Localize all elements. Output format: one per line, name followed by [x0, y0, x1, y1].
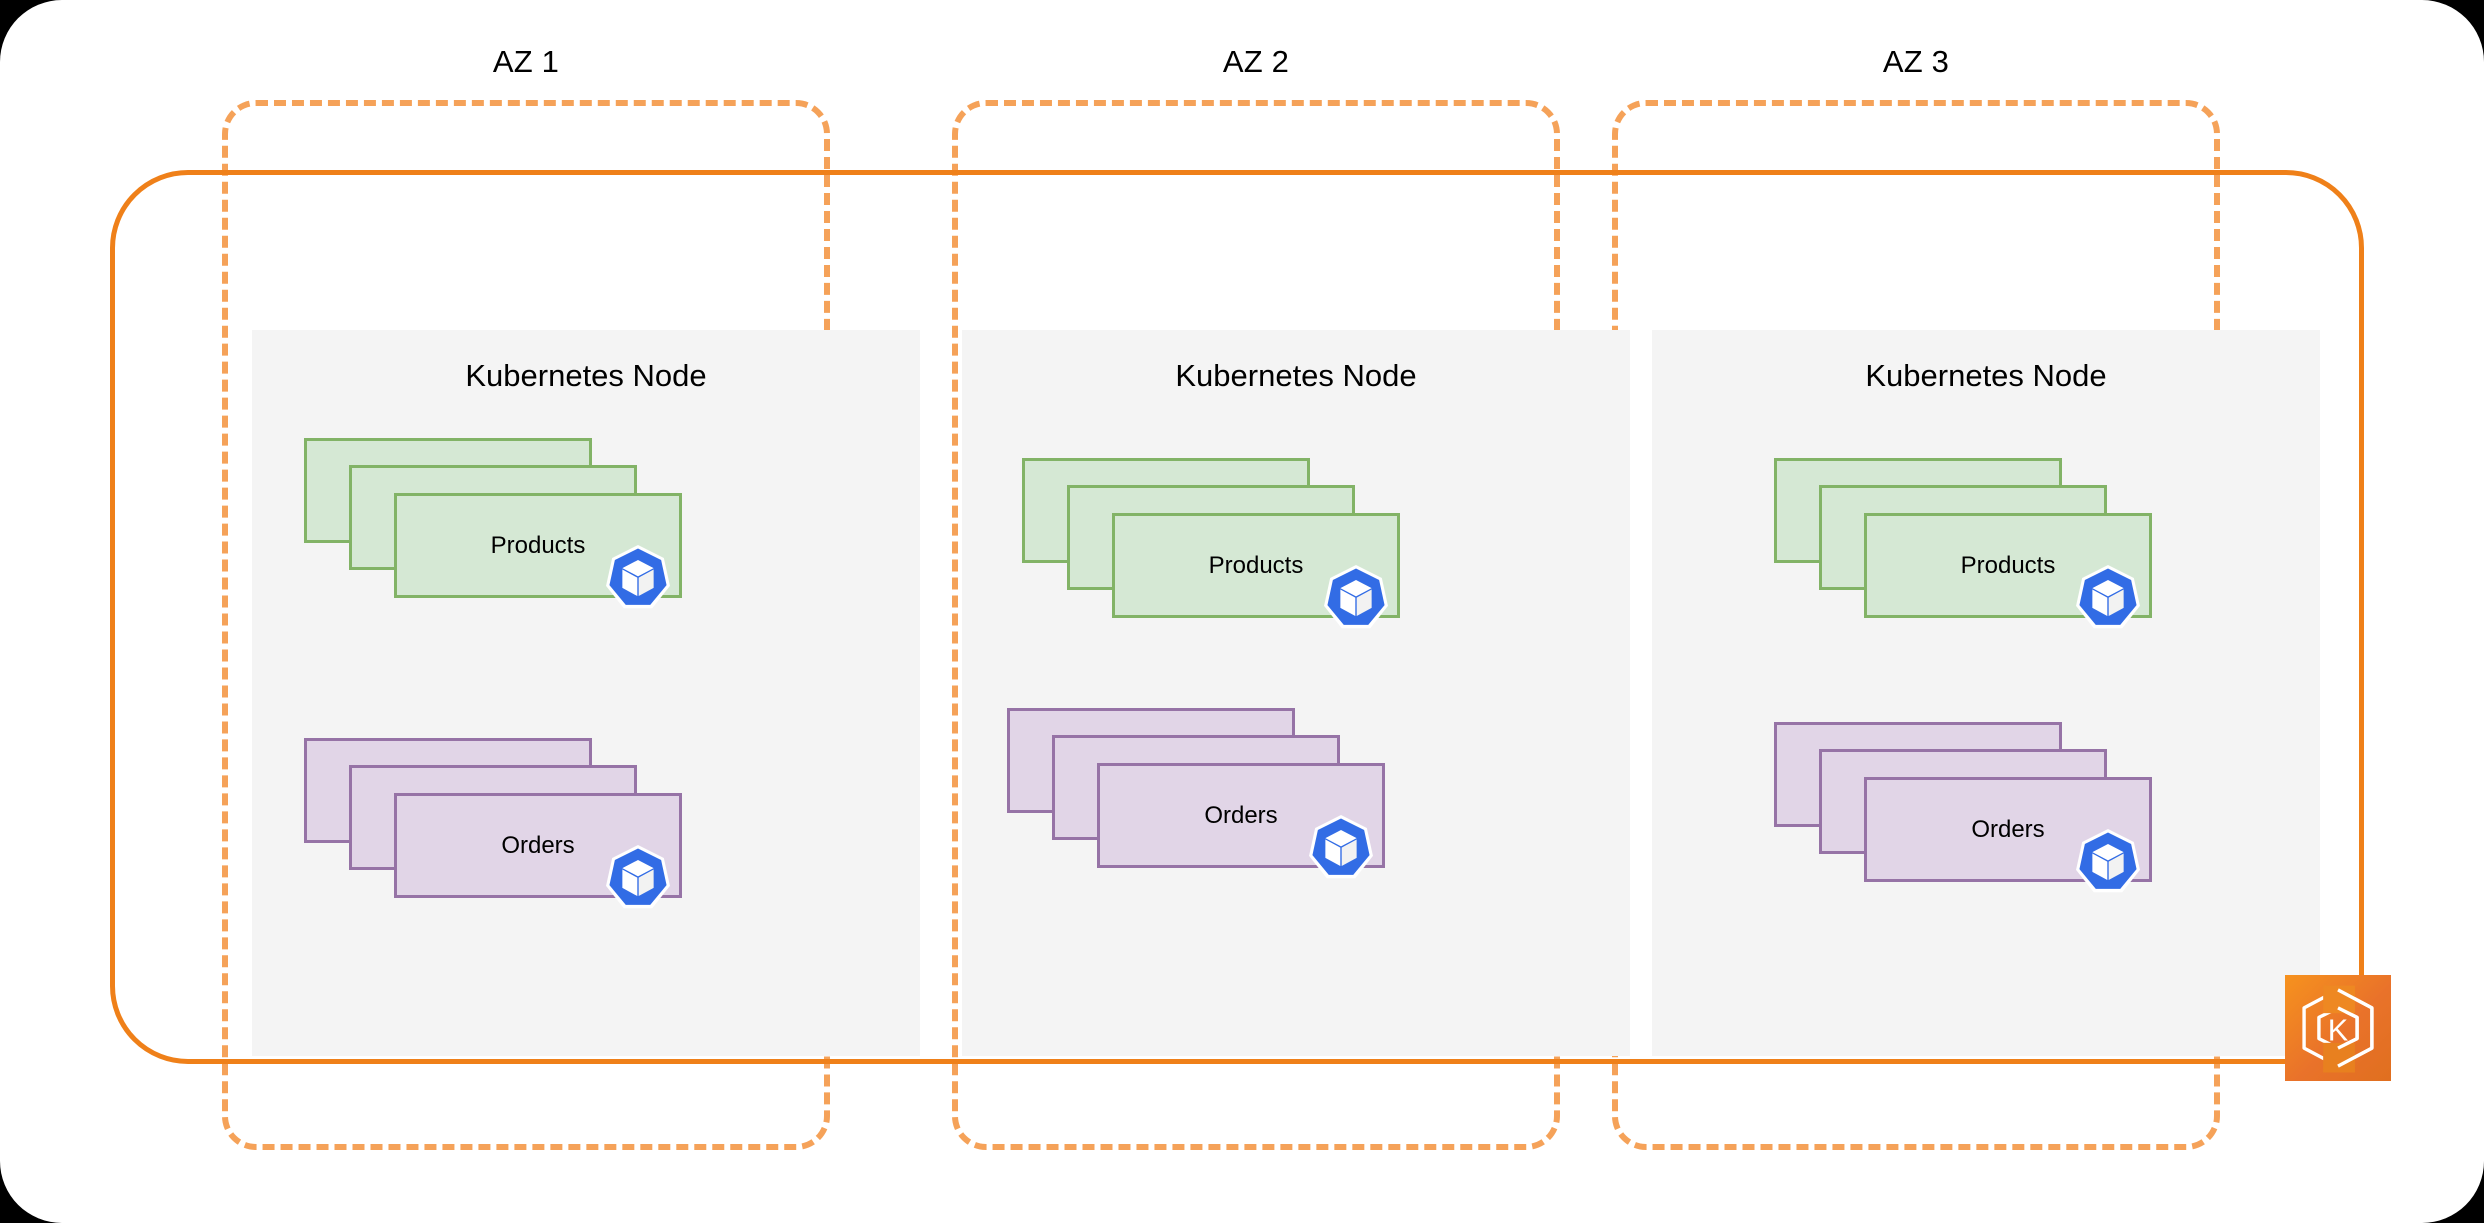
pod-stack-products-az-3[interactable]: Products [1774, 458, 2152, 629]
kubernetes-pod-icon [1307, 813, 1375, 881]
kubernetes-pod-icon [604, 543, 672, 611]
pod-group-label: Products [490, 531, 586, 559]
pod-group-label: Products [1960, 551, 2056, 579]
pod-stack-products-az-1[interactable]: Products [304, 438, 682, 609]
pod-stack-orders-az-1[interactable]: Orders [304, 738, 682, 909]
az-1-label: AZ 1 [492, 44, 560, 79]
kubernetes-node-az-3[interactable]: Kubernetes Node Products Orders [1652, 330, 2320, 1056]
kubernetes-node-title: Kubernetes Node [1175, 358, 1417, 393]
kubernetes-pod-icon [2074, 563, 2142, 631]
pod-group-label: Orders [1971, 815, 2045, 843]
amazon-eks-logo-icon: K [2285, 975, 2391, 1081]
pod-replica-card-front[interactable]: Products [1864, 513, 2152, 618]
kubernetes-node-az-1[interactable]: Kubernetes Node Products [252, 330, 920, 1056]
pod-group-label: Products [1208, 551, 1304, 579]
pod-stack-orders-az-3[interactable]: Orders [1774, 722, 2152, 893]
kubernetes-node-title: Kubernetes Node [1865, 358, 2107, 393]
az-3-label: AZ 3 [1882, 44, 1950, 79]
svg-text:K: K [2328, 1013, 2349, 1048]
pod-stack-products-az-2[interactable]: Products [1022, 458, 1400, 629]
kubernetes-pod-icon [604, 843, 672, 911]
kubernetes-pod-icon [2074, 827, 2142, 895]
kubernetes-node-title: Kubernetes Node [465, 358, 707, 393]
pod-group-label: Orders [1204, 801, 1278, 829]
kubernetes-node-az-2[interactable]: Kubernetes Node Products Orders [962, 330, 1630, 1056]
pod-stack-orders-az-2[interactable]: Orders [1007, 708, 1385, 879]
kubernetes-pod-icon [1322, 563, 1390, 631]
az-2-label: AZ 2 [1222, 44, 1290, 79]
pod-group-label: Orders [501, 831, 575, 859]
eks-cluster-boundary [110, 170, 2364, 1064]
